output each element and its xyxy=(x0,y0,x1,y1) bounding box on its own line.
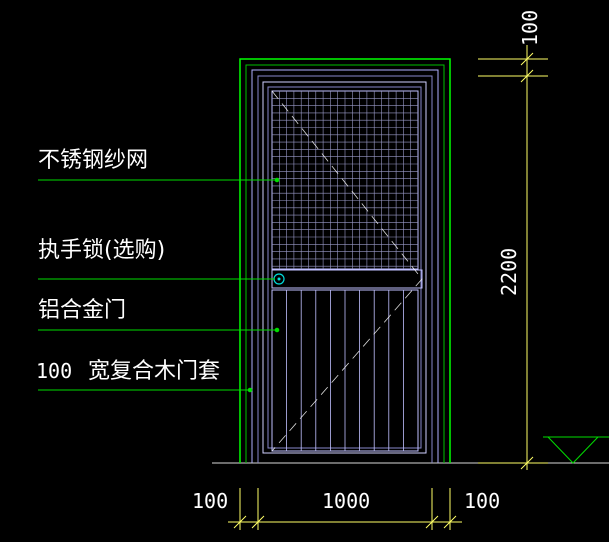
bottom-dimension xyxy=(228,488,462,530)
leader-mesh-dot xyxy=(274,177,280,183)
dim-tick-b2 xyxy=(251,515,265,529)
door-leaf xyxy=(262,81,427,454)
dim-text-height: 2200 xyxy=(497,248,521,296)
label-stainless-mesh: 不锈钢纱网 xyxy=(38,148,148,173)
dim-tick-b1 xyxy=(233,515,247,529)
dim-tick-b3 xyxy=(425,515,439,529)
elevation-triangle-icon xyxy=(543,436,609,464)
dim-text-left-casing: 100 xyxy=(192,489,228,513)
dim-tick-bottom xyxy=(520,456,534,470)
lever-lock-spindle xyxy=(277,277,281,281)
label-composite-casing: 宽复合木门套 xyxy=(88,359,220,384)
door-swing-indicator xyxy=(271,90,423,452)
right-dimension xyxy=(478,45,548,470)
stainless-mesh-grid xyxy=(272,91,418,269)
door-frame-outer xyxy=(251,69,439,463)
lower-panel-boards xyxy=(286,290,404,451)
label-aluminum-door: 铝合金门 xyxy=(38,298,126,323)
casing-inner-frame xyxy=(245,64,445,463)
elevation-marker-triangle xyxy=(547,436,599,464)
label-casing-width: 100 xyxy=(36,359,72,383)
dim-tick-top xyxy=(520,52,534,66)
leader-door-dot xyxy=(274,327,280,333)
leader-lines xyxy=(38,177,280,393)
door-leaf-inner xyxy=(267,86,422,449)
casing-outer-frame xyxy=(239,58,451,463)
dim-tick-mid xyxy=(520,69,534,83)
dim-tick-b4 xyxy=(443,515,457,529)
leader-casing-dot xyxy=(247,387,253,393)
door-frame-inner xyxy=(257,75,433,463)
dim-text-right-casing: 100 xyxy=(464,489,500,513)
dim-text-door-width: 1000 xyxy=(322,489,370,513)
dim-text-top-casing: 100 xyxy=(518,10,542,46)
label-lever-lock: 执手锁(选购) xyxy=(38,238,165,263)
